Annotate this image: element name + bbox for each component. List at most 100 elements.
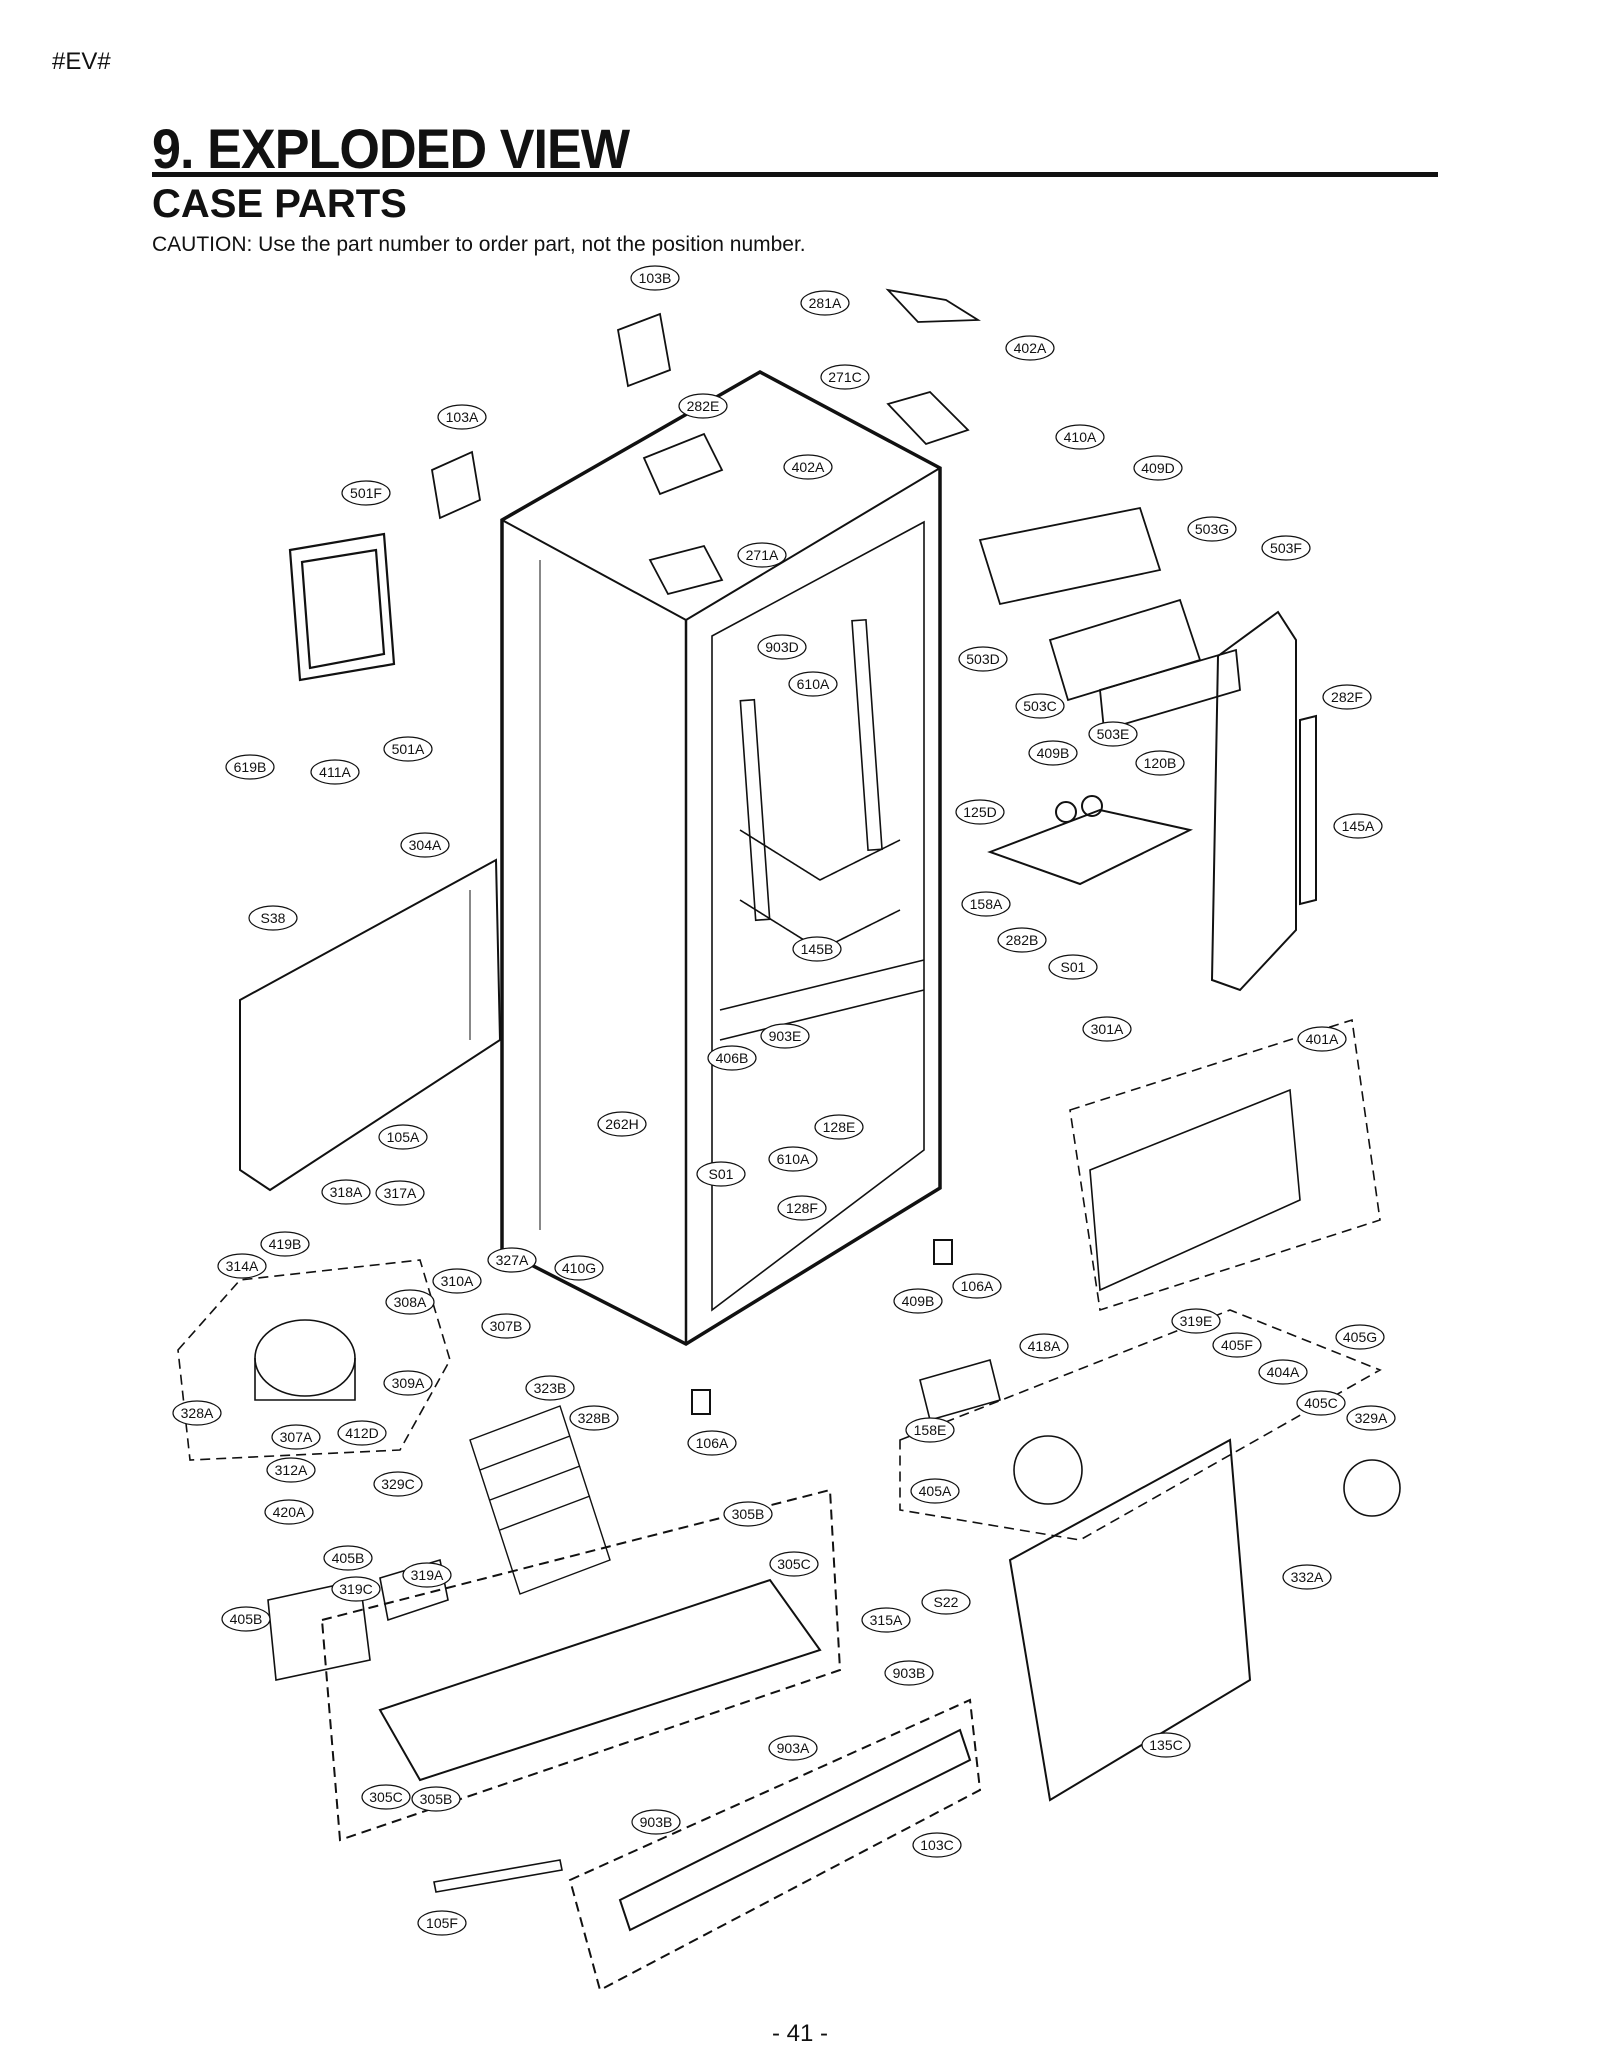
part-callout: 410G: [554, 1255, 604, 1281]
part-callout: 128F: [777, 1195, 827, 1221]
callout-oval: [481, 1313, 531, 1339]
part-label: 409B: [1037, 745, 1070, 761]
part-callout: 903B: [884, 1660, 934, 1686]
part-callout: S38: [248, 905, 298, 931]
part-callout: 903A: [768, 1735, 818, 1761]
part-callout: 329A: [1346, 1405, 1396, 1431]
part-label-layer: 103B281A402A271C103A282E402A410A409D501F…: [172, 265, 1396, 1936]
part-callout: 304A: [400, 832, 450, 858]
callout-oval: [264, 1499, 314, 1525]
callout-oval: [884, 1660, 934, 1686]
callout-oval: [783, 454, 833, 480]
callout-oval: [331, 1576, 381, 1602]
condenser: [469, 1405, 611, 1595]
part-callout: 305C: [769, 1551, 819, 1577]
callout-oval: [961, 891, 1011, 917]
part-label: 405C: [1304, 1395, 1337, 1411]
part-callout: S22: [921, 1589, 971, 1615]
callout-oval: [769, 1551, 819, 1577]
part-label: 332A: [1291, 1569, 1324, 1585]
callout-oval: [861, 1607, 911, 1633]
part-label: 903D: [765, 639, 798, 655]
part-label: 319A: [411, 1567, 444, 1583]
part-label: 410G: [562, 1260, 596, 1276]
callout-oval: [487, 1247, 537, 1273]
part-callout: 305B: [411, 1786, 461, 1812]
callout-oval: [788, 671, 838, 697]
part-callout: 319C: [331, 1576, 381, 1602]
part-label: 501F: [350, 485, 382, 501]
part-label: 328B: [578, 1410, 611, 1426]
part-label: 282B: [1006, 932, 1039, 948]
callout-oval: [225, 754, 275, 780]
part-callout: 404A: [1258, 1359, 1308, 1385]
part-callout: 406B: [707, 1045, 757, 1071]
callout-oval: [310, 759, 360, 785]
callout-oval: [1296, 1390, 1346, 1416]
callout-oval: [1028, 740, 1078, 766]
part-label: 418A: [1028, 1338, 1061, 1354]
part-label: 503E: [1097, 726, 1130, 742]
air-duct: [1210, 610, 1317, 992]
part-label: 312A: [275, 1462, 308, 1478]
gasket-frame: [288, 532, 396, 682]
callout-oval: [1015, 693, 1065, 719]
part-label: 158E: [914, 1422, 947, 1438]
callout-oval: [1005, 335, 1055, 361]
part-callout: 103B: [630, 265, 680, 291]
callout-oval: [525, 1375, 575, 1401]
part-label: 419B: [269, 1236, 302, 1252]
lamp-cover: [987, 795, 1193, 886]
part-callout: 307A: [271, 1424, 321, 1450]
part-label: 105F: [426, 1915, 458, 1931]
part-label: 281A: [809, 295, 842, 311]
part-label: 323B: [534, 1380, 567, 1396]
part-label: 503C: [1023, 698, 1056, 714]
part-label: 103C: [920, 1837, 953, 1853]
part-callout: 271C: [820, 364, 870, 390]
part-callout: 158E: [905, 1417, 955, 1443]
part-callout: 402A: [1005, 335, 1055, 361]
compressor-assembly: [177, 1259, 451, 1461]
part-callout: 419B: [260, 1231, 310, 1257]
callout-oval: [1297, 1026, 1347, 1052]
part-callout: 501F: [341, 480, 391, 506]
part-label: S01: [1061, 959, 1086, 975]
caution-note: CAUTION: Use the part number to order pa…: [152, 233, 806, 256]
part-label: 619B: [234, 759, 267, 775]
part-callout: 310A: [432, 1268, 482, 1294]
callout-oval: [707, 1045, 757, 1071]
part-callout: 312A: [266, 1457, 316, 1483]
callout-oval: [1135, 750, 1185, 776]
part-label: 319C: [339, 1581, 372, 1597]
part-callout: 271A: [737, 542, 787, 568]
callout-oval: [375, 1180, 425, 1206]
callout-oval: [1171, 1308, 1221, 1334]
callout-oval: [378, 1124, 428, 1150]
part-label: 271C: [828, 369, 861, 385]
callout-oval: [952, 1273, 1002, 1299]
callout-oval: [1082, 1016, 1132, 1042]
part-callout: 401A: [1297, 1026, 1347, 1052]
callout-oval: [958, 646, 1008, 672]
part-callout: 145A: [1333, 813, 1383, 839]
part-label: 106A: [961, 1278, 994, 1294]
part-label: 282E: [687, 398, 720, 414]
diagram-artwork: [177, 288, 1401, 1992]
part-callout: 128E: [814, 1114, 864, 1140]
part-label: 409B: [902, 1293, 935, 1309]
callout-oval: [1141, 1732, 1191, 1758]
part-label: 903A: [777, 1740, 810, 1756]
part-callout: 332A: [1282, 1564, 1332, 1590]
callout-oval: [385, 1289, 435, 1315]
callout-oval: [1261, 535, 1311, 561]
part-label: 282F: [1331, 689, 1363, 705]
part-callout: 405G: [1335, 1324, 1385, 1350]
part-callout: 503C: [1015, 693, 1065, 719]
part-callout: 903B: [631, 1809, 681, 1835]
part-callout: 106A: [952, 1273, 1002, 1299]
control-box: [978, 506, 1241, 732]
callout-oval: [1212, 1332, 1262, 1358]
part-label: 145B: [801, 941, 834, 957]
part-callout: 105F: [417, 1910, 467, 1936]
